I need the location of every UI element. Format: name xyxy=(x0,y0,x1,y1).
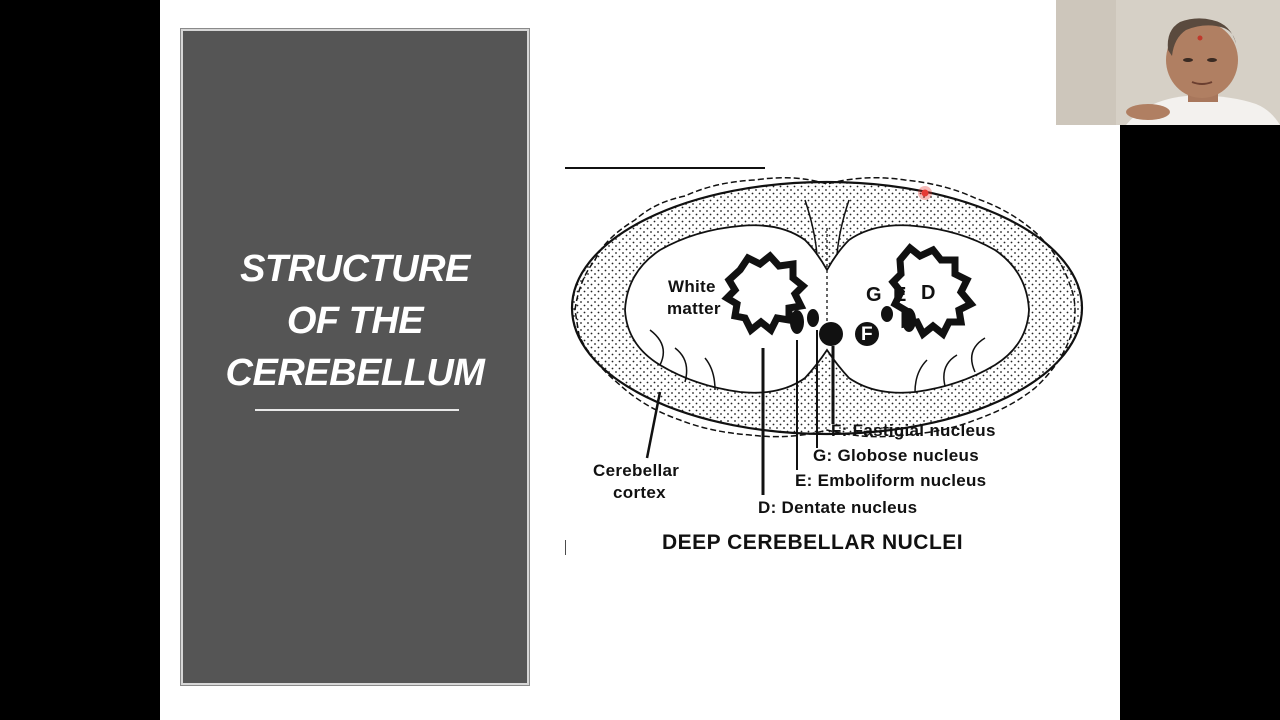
globose-nucleus-label: G: Globose nucleus xyxy=(813,446,979,465)
right-emboliform-nucleus xyxy=(902,308,916,332)
presenter-video-image xyxy=(1056,0,1280,125)
cerebellum-diagram: White matter G E D F F: Fastigial nucleu… xyxy=(565,160,1090,560)
title-underline xyxy=(255,409,459,411)
left-globose-nucleus xyxy=(807,309,819,327)
white-matter-label-line-1: White xyxy=(668,277,716,296)
cortex-leader-line xyxy=(645,391,662,459)
left-dentate-nucleus xyxy=(721,251,809,336)
letter-d-label: D xyxy=(921,282,936,304)
slide-title-line-1: STRUCTURE xyxy=(240,248,470,290)
left-fastigial-nucleus xyxy=(819,322,843,346)
right-fastigial-nucleus xyxy=(855,322,879,346)
diagram-caption: DEEP CEREBELLAR NUCLEI xyxy=(662,531,964,554)
letter-g-label: G xyxy=(866,284,882,306)
laser-pointer-dot-icon xyxy=(921,189,929,197)
title-panel: STRUCTURE OF THE CEREBELLUM xyxy=(181,29,529,685)
left-emboliform-nucleus xyxy=(790,310,804,334)
white-matter-label-line-2: matter xyxy=(667,299,721,318)
presentation-slide: STRUCTURE OF THE CEREBELLUM xyxy=(160,0,1120,720)
letter-e-label: E xyxy=(893,284,907,306)
webcam-video-feed xyxy=(1056,0,1280,125)
dentate-nucleus-label: D: Dentate nucleus xyxy=(758,498,918,517)
slide-title-line-2: OF THE xyxy=(286,300,424,342)
letter-f-label: F xyxy=(861,324,873,345)
cerebellum-diagram-drawing xyxy=(565,167,1084,555)
slide-title: STRUCTURE OF THE CEREBELLUM xyxy=(183,243,527,399)
right-globose-nucleus xyxy=(881,306,893,322)
slide-title-line-3: CEREBELLUM xyxy=(225,352,485,394)
cerebellar-cortex-label-line-1: Cerebellar xyxy=(593,461,680,480)
fastigial-nucleus-label: F: Fastigial nucleus xyxy=(831,421,996,440)
emboliform-nucleus-label: E: Emboliform nucleus xyxy=(795,471,987,490)
cerebellar-cortex-label-line-2: cortex xyxy=(613,483,666,502)
